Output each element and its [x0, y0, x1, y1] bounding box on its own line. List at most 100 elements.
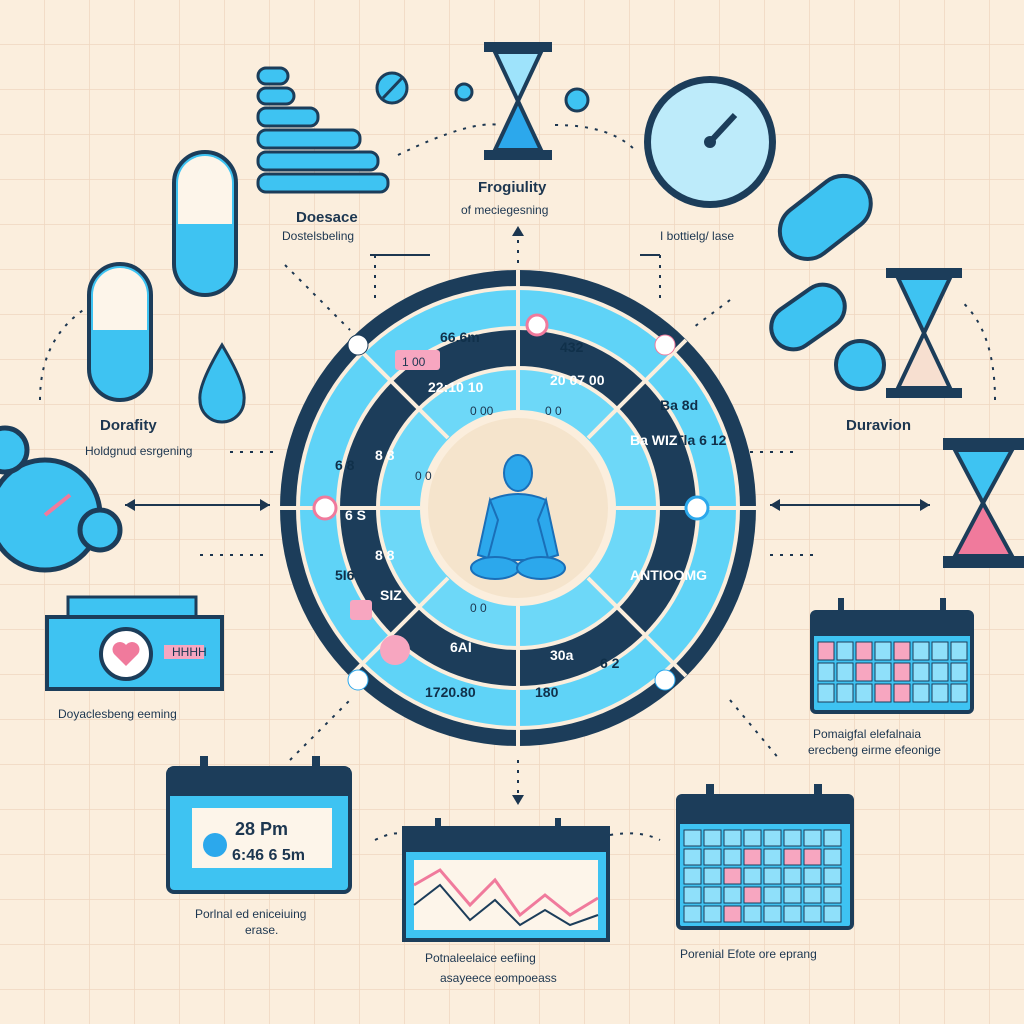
calendar-cell — [912, 662, 930, 682]
ring-inner-labels: 0 00 0 0 0 0 0 0 — [415, 404, 562, 615]
calendar-cell — [743, 886, 762, 904]
calendar-cell — [823, 848, 842, 866]
right-calendar-caption: Pomaigfal elefalnaia — [813, 727, 921, 741]
calendar-cell — [931, 641, 949, 661]
calendar-cell — [893, 662, 911, 682]
calendar-cell — [931, 683, 949, 703]
calendar-cell — [703, 867, 722, 885]
calendar-cell — [723, 848, 742, 866]
hourglass-icon — [886, 268, 1024, 568]
calendar-icon — [810, 598, 974, 714]
frequency-subtitle: of meciegesning — [461, 203, 548, 217]
calendar-cell — [874, 641, 892, 661]
droplet-icon — [198, 342, 246, 424]
calendar-cell — [912, 683, 930, 703]
clock-icon — [644, 76, 776, 208]
ring-label: 8 8 — [375, 547, 395, 563]
calendar-cell — [823, 829, 842, 847]
heart-icon — [112, 642, 140, 666]
calendar-cell — [803, 886, 822, 904]
calendar-cell — [723, 829, 742, 847]
calendar-cell — [950, 683, 968, 703]
chart-caption: Potnaleelaice eefiing — [425, 951, 536, 965]
heart-card — [45, 595, 224, 691]
ring-label: 0 0 — [545, 404, 562, 418]
density-subtitle: Holdgnud esrgening — [85, 444, 192, 458]
calendar-cell — [893, 641, 911, 661]
calendar-cell — [803, 905, 822, 923]
ring-label: 1720.80 — [425, 684, 476, 700]
calendar-cell — [855, 641, 873, 661]
arrow-up-icon — [512, 226, 524, 236]
duration-title: Duravion — [846, 417, 911, 434]
calendar-cell — [950, 662, 968, 682]
calendar-cell — [823, 867, 842, 885]
left-card-caption: Doyaclesbeng eeming — [58, 707, 177, 721]
calendar-cell — [783, 886, 802, 904]
time-card-caption-2: erase. — [245, 923, 278, 937]
calendar-cell — [783, 867, 802, 885]
timing-subtitle: I bottielg/ lase — [660, 229, 734, 243]
calendar-cell — [803, 829, 822, 847]
ring-label: Ba 8d — [660, 397, 698, 413]
dosage-title: Doesace — [296, 209, 358, 226]
pill-dots-icon — [375, 71, 590, 113]
calendar-cell — [803, 848, 822, 866]
ring-label: 6AI — [450, 639, 472, 655]
calendar-cell — [743, 867, 762, 885]
chart-caption-2: asayeece eompoeass — [440, 971, 557, 985]
calendar-cell — [743, 848, 762, 866]
calendar-cell — [703, 905, 722, 923]
calendar-cell — [836, 662, 854, 682]
dosage-bars-icon — [256, 66, 390, 194]
ring-label: 1 00 — [402, 355, 426, 369]
calendar-cell — [743, 905, 762, 923]
right-calendar-caption-2: erecbeng eirme efeonige — [808, 743, 941, 757]
connector-lines — [39, 123, 996, 841]
calendar-cell — [836, 641, 854, 661]
calendar-cell — [683, 867, 702, 885]
ring-label: 0 00 — [470, 404, 494, 418]
calendar-cell — [823, 905, 842, 923]
calendar-cell — [763, 848, 782, 866]
ring-label: 22:10 10 — [428, 379, 483, 395]
calendar-cell — [950, 641, 968, 661]
ring-label: 0 0 — [470, 601, 487, 615]
calendar-cell — [817, 641, 835, 661]
ring-label: 20 07 00 — [550, 372, 605, 388]
calendar-cell — [823, 886, 842, 904]
calendar-cell — [683, 848, 702, 866]
time-card — [166, 756, 352, 894]
time-card-line1: 28 Pm — [235, 819, 288, 839]
line-chart-card — [402, 818, 610, 942]
calendar-cell — [723, 905, 742, 923]
calendar-icon — [676, 784, 854, 930]
ring-label: SIZ — [380, 587, 402, 603]
calendar-cell — [874, 662, 892, 682]
ring-markers — [312, 313, 710, 691]
dosage-subtitle: Dostelsbeling — [282, 229, 354, 243]
arrow-down-icon — [512, 795, 524, 805]
card-badge: HHHH — [172, 645, 207, 659]
ring-label: 6 S — [345, 507, 366, 523]
calendar-cell — [783, 905, 802, 923]
calendar-cell — [893, 683, 911, 703]
ring-label: Tla 6 12 — [675, 432, 727, 448]
calendar-cell — [683, 905, 702, 923]
ring-label: 30a — [550, 647, 574, 663]
calendar-cell — [763, 886, 782, 904]
ring-label: Ba WIZ — [630, 432, 678, 448]
calendar-cell — [855, 683, 873, 703]
ring-label: 0 0 — [415, 469, 432, 483]
calendar-cell — [817, 683, 835, 703]
time-card-line2: 6:46 6 5m — [232, 847, 305, 864]
calendar-cell — [723, 867, 742, 885]
calendar-cell — [817, 662, 835, 682]
calendar-cell — [855, 662, 873, 682]
calendar-cell — [783, 829, 802, 847]
calendar-cell — [836, 683, 854, 703]
seated-figure-icon — [470, 454, 566, 580]
ring-label: 5I6 — [335, 567, 355, 583]
density-title: Dorafity — [100, 417, 157, 434]
